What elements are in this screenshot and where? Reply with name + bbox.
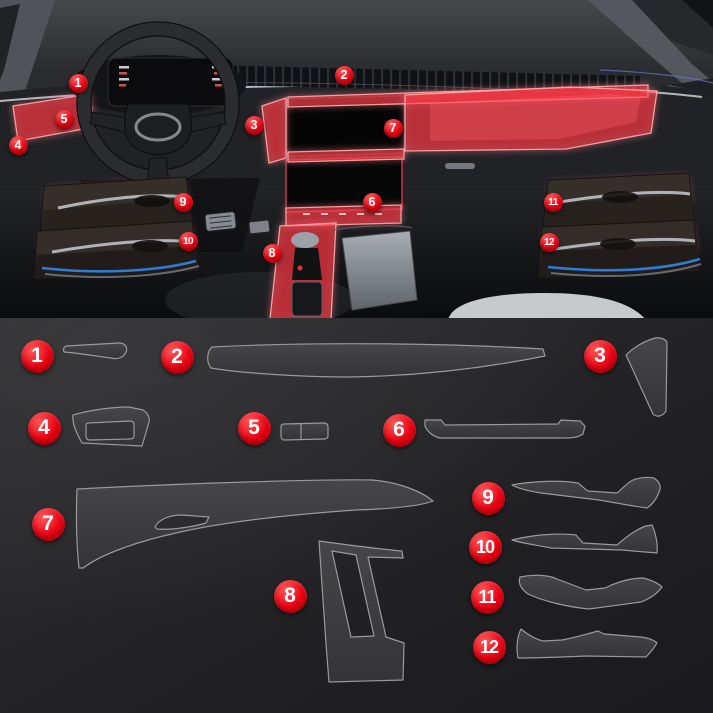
door-led-strip-right bbox=[547, 257, 701, 272]
door-led-strip-left bbox=[41, 259, 197, 273]
film-piece-1 bbox=[63, 342, 128, 360]
pedals bbox=[204, 211, 271, 235]
shifter-button bbox=[297, 265, 303, 271]
right-roof-corner bbox=[682, 0, 713, 28]
right-a-pillar bbox=[588, 0, 713, 110]
armrest bbox=[341, 230, 418, 311]
film-piece-5 bbox=[280, 422, 329, 441]
film-piece-4 bbox=[72, 406, 150, 447]
door-card-rear-right bbox=[537, 219, 702, 279]
film-piece-10 bbox=[511, 524, 658, 554]
interior-photo bbox=[0, 0, 713, 328]
film-piece-9 bbox=[511, 476, 661, 509]
seat bbox=[448, 293, 646, 320]
door-accent-line bbox=[599, 69, 713, 84]
film-piece-2 bbox=[207, 343, 546, 378]
left-window bbox=[0, 4, 20, 80]
film-piece-6 bbox=[424, 419, 586, 439]
door-card-rear-left bbox=[33, 220, 200, 280]
steering-logo-ring bbox=[134, 112, 182, 142]
film-piece-11 bbox=[518, 574, 663, 610]
tray-button-icons bbox=[303, 213, 382, 215]
film-pieces-diagram bbox=[0, 318, 713, 713]
film-piece-8 bbox=[318, 540, 405, 683]
shifter-boot bbox=[292, 248, 322, 280]
console-edge bbox=[331, 225, 413, 231]
glovebox-handle bbox=[445, 163, 475, 169]
highlight-core bbox=[430, 94, 641, 141]
film-piece-7 bbox=[75, 479, 434, 569]
film-piece-3 bbox=[625, 337, 668, 417]
door-card-front-right bbox=[542, 172, 695, 231]
film-piece-12 bbox=[516, 628, 658, 659]
gear-shifter-knob bbox=[291, 232, 319, 248]
climate-display bbox=[285, 156, 403, 213]
console-plate bbox=[291, 281, 323, 317]
